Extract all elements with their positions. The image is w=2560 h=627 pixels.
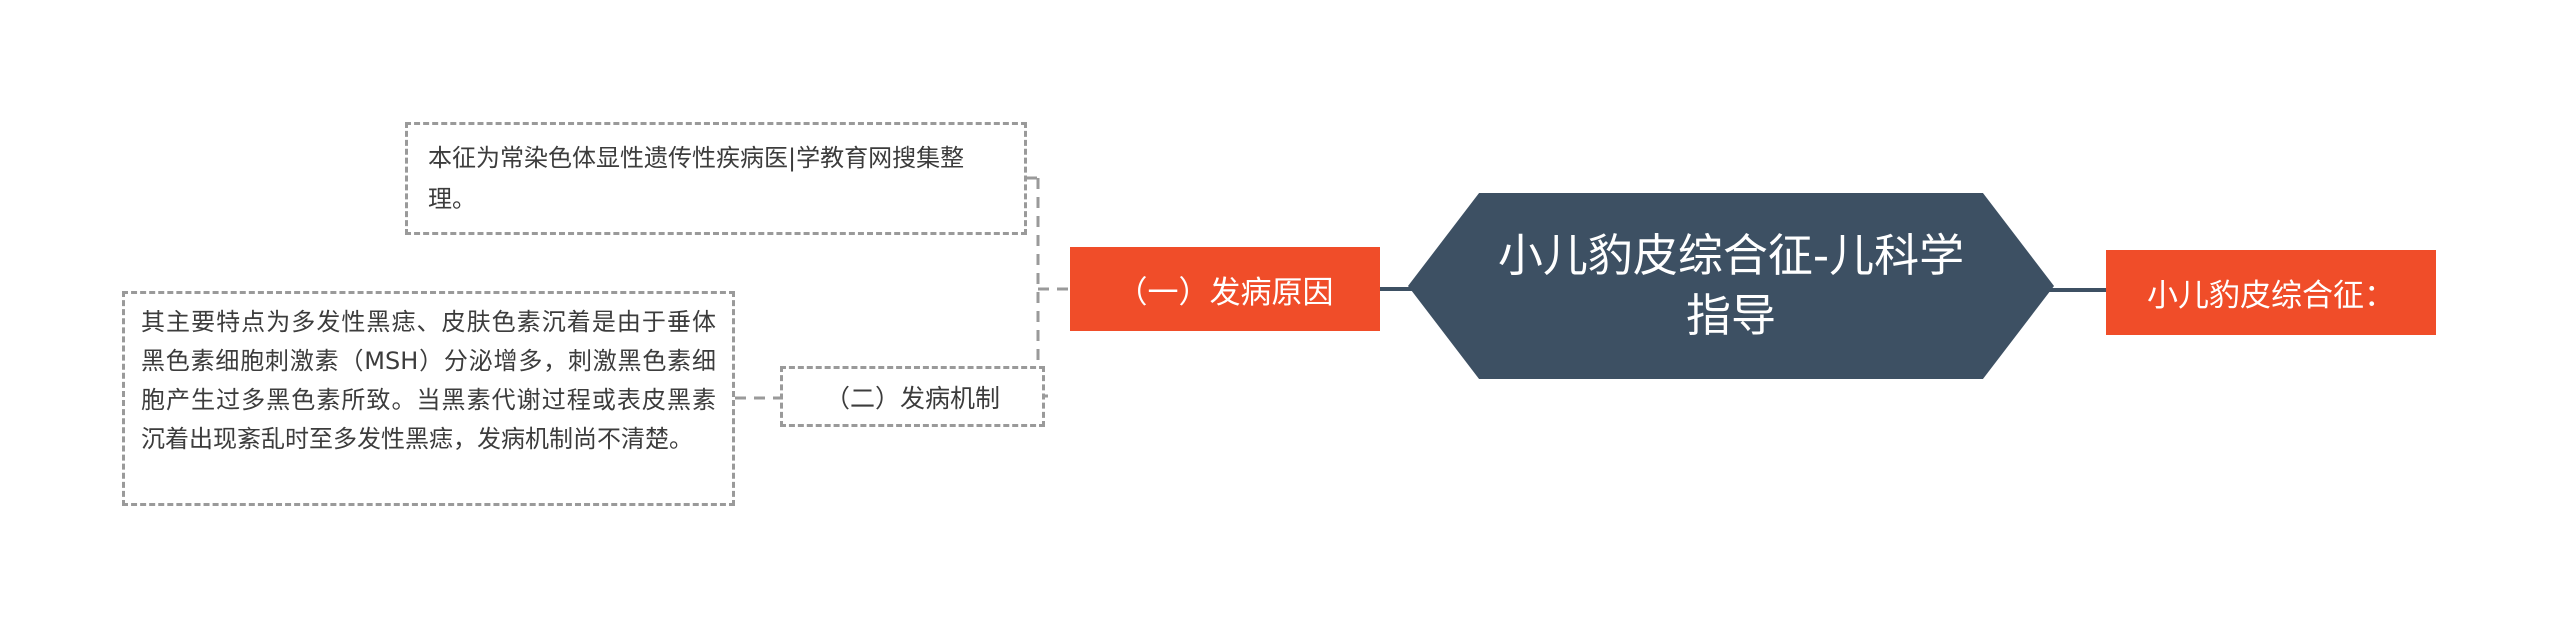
- branch-mechanism-node: （二）发病机制: [780, 366, 1045, 427]
- mechanism-note-box: 其主要特点为多发性黑痣、皮肤色素沉着是由于垂体黑色素细胞刺激素（MSH）分泌增多…: [122, 291, 735, 506]
- root-node-label: 小儿豹皮综合征-儿科学指导: [1497, 229, 1965, 342]
- disease-node: 小儿豹皮综合征：: [2106, 250, 2436, 335]
- branch-cause-label: （一）发病原因: [1116, 274, 1334, 311]
- disease-node-label: 小儿豹皮综合征：: [2147, 278, 2395, 314]
- cause-note-text: 本征为常染色体显性遗传性疾病医|学教育网搜集整理。: [428, 144, 965, 213]
- mechanism-note-text: 其主要特点为多发性黑痣、皮肤色素沉着是由于垂体黑色素细胞刺激素（MSH）分泌增多…: [141, 308, 716, 453]
- branch-mechanism-label: （二）发病机制: [824, 383, 1000, 413]
- root-node: 小儿豹皮综合征-儿科学指导: [1408, 193, 2054, 379]
- branch-cause-node: （一）发病原因: [1070, 247, 1380, 331]
- cause-note-box: 本征为常染色体显性遗传性疾病医|学教育网搜集整理。: [405, 122, 1027, 235]
